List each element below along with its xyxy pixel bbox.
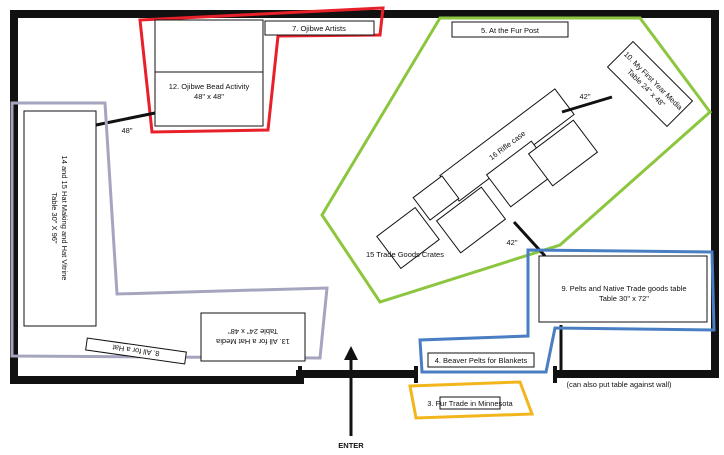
ojibwe-artists-box — [264, 20, 375, 36]
pelts-table-label: 9. Pelts and Native Trade goods table — [561, 284, 686, 293]
hat-vitrine-label: 14 and 15 Hat Making and Hat Vitrine — [60, 156, 69, 281]
dim-42-mid-label: 42" — [506, 238, 517, 247]
wall-break-markers — [298, 366, 557, 383]
pelts-table-size: Table 30" x 72" — [599, 294, 649, 303]
all-for-hat-box — [85, 337, 187, 365]
beaver-pelts-label: 4. Beaver Pelts for Blankets — [435, 356, 528, 365]
pelts-zone-outline — [418, 248, 716, 374]
hat-media-label: 13. All for a Hat Media — [215, 337, 290, 346]
trade-crate-5 — [376, 206, 440, 270]
hat-vitrine-size: Table 30" X 96" — [50, 192, 59, 244]
fur-post-label: 5. At the Fur Post — [481, 26, 540, 35]
fur-trade-zone-outline — [408, 380, 535, 420]
enter-label: ENTER — [338, 441, 364, 450]
trade-crate-4 — [435, 186, 507, 254]
dim-48-label: 48" — [121, 126, 132, 135]
wall-note-label: (can also put table against wall) — [566, 380, 672, 389]
bead-activity-size: 48" x 48" — [194, 92, 224, 101]
room-walls — [10, 10, 719, 384]
bead-activity-label: 12. Ojibwe Bead Activity — [169, 82, 250, 91]
hat-vitrine-table — [23, 110, 97, 327]
hat-media-table — [200, 312, 306, 362]
hat-media-size: Table 24" x 48" — [228, 327, 278, 336]
dim-42-top-label: 42" — [579, 92, 590, 101]
fur-post-zone-outline — [320, 16, 713, 304]
enter-arrow-icon — [344, 346, 358, 436]
trade-crate-2 — [527, 119, 599, 187]
ojibwe-zone-outline — [138, 6, 385, 134]
bead-activity-table — [154, 19, 264, 127]
fur-trade-box — [439, 396, 501, 410]
fur-post-label-box — [451, 21, 569, 38]
dim-line-42-top — [561, 95, 613, 114]
dim-36-label: 36" — [570, 371, 581, 380]
pelts-table — [538, 255, 708, 323]
first-year-media-table — [606, 40, 694, 128]
beaver-pelts-box — [427, 352, 535, 368]
trade-crate-3 — [412, 175, 460, 221]
ojibwe-artists-label: 7. Ojibwe Artists — [292, 24, 346, 33]
trade-goods-crates-label: 15 Trade Goods Crates — [366, 250, 444, 259]
fur-trade-label: 3. Fur Trade in Minnesota — [427, 399, 513, 408]
hat-zone-outline — [10, 101, 329, 360]
